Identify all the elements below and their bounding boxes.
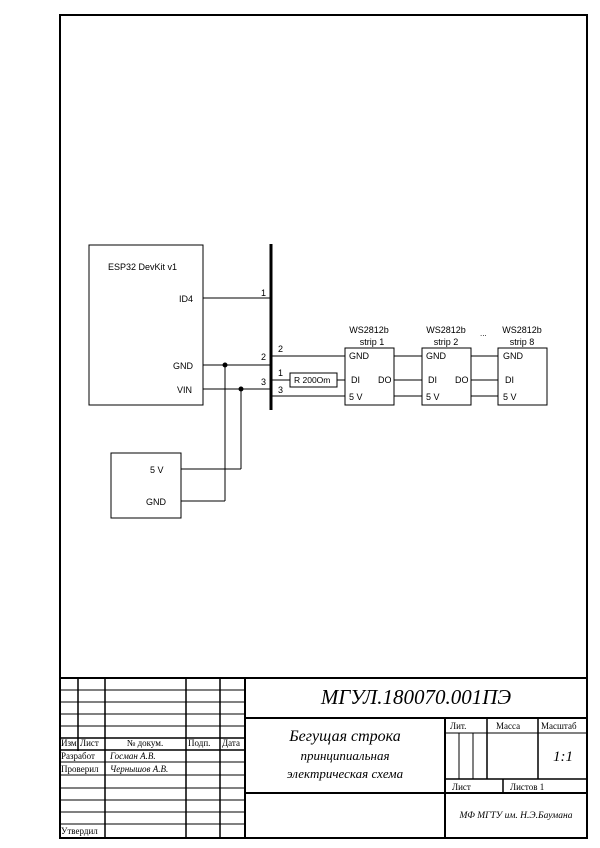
- bus-label-left-1: 1: [261, 288, 266, 298]
- strip-1-pin-5v: 5 V: [349, 392, 363, 402]
- strip-8-pin-5v: 5 V: [503, 392, 517, 402]
- resistor-label: R 200Om: [294, 375, 330, 385]
- tb-col-izm: Изм: [61, 738, 77, 748]
- tb-col-doc: № докум.: [127, 738, 164, 748]
- tb-sheet: Лист: [452, 782, 471, 792]
- strip-1-pin-do: DO: [378, 375, 392, 385]
- tb-row-approver: Утвердил: [61, 826, 98, 836]
- strip-2: [421, 347, 472, 406]
- tb-scale-value: 1:1: [553, 749, 573, 765]
- psu-pin-gnd: GND: [146, 497, 167, 507]
- strip-1-subtitle: strip 1: [360, 337, 385, 347]
- tb-mass: Масса: [496, 721, 520, 731]
- bus-label-right-1: 1: [278, 368, 283, 378]
- tb-designation: МГУЛ.180070.001ПЭ: [320, 685, 512, 709]
- esp32-pin-vin: VIN: [177, 385, 192, 395]
- strip-8-pin-gnd: GND: [503, 351, 524, 361]
- bus-label-left-3: 3: [261, 377, 266, 387]
- bus-label-right-2: 2: [278, 344, 283, 354]
- tb-title-line2: принципиальная: [300, 748, 389, 763]
- tb-scale-label: Масштаб: [541, 721, 577, 731]
- tb-col-sign: Подп.: [188, 738, 210, 748]
- strip-8-title: WS2812b: [502, 325, 542, 335]
- strip-1-pin-di: DI: [351, 375, 360, 385]
- strip-8-subtitle: strip 8: [510, 337, 535, 347]
- tb-checker-name: Чернышов А.В.: [110, 764, 168, 774]
- tb-organization: МФ МГТУ им. Н.Э.Баумана: [459, 811, 573, 821]
- tb-title-line1: Бегущая строка: [288, 728, 401, 745]
- psu-pin-5v: 5 V: [150, 465, 164, 475]
- strip-1-pin-gnd: GND: [349, 351, 370, 361]
- schematic: [88, 244, 548, 519]
- strip-8-pin-di: DI: [505, 375, 514, 385]
- strip-1-title: WS2812b: [349, 325, 389, 335]
- esp32-title: ESP32 DevKit v1: [108, 262, 177, 272]
- strip-1: [344, 347, 395, 406]
- strip-8: [497, 347, 548, 406]
- bus-label-left-2: 2: [261, 352, 266, 362]
- strip-2-pin-gnd: GND: [426, 351, 447, 361]
- tb-col-list: Лист: [80, 738, 99, 748]
- tb-row-developer: Разработ: [61, 751, 95, 761]
- strip-2-title: WS2812b: [426, 325, 466, 335]
- bus-label-right-3: 3: [278, 385, 283, 395]
- tb-sheets: Листов 1: [510, 782, 544, 792]
- title-block: [60, 677, 587, 838]
- strip-ellipsis: ...: [480, 329, 487, 338]
- power-supply: [110, 452, 182, 519]
- drawing-frame: [59, 14, 588, 839]
- strip-2-pin-di: DI: [428, 375, 437, 385]
- esp32-module: [88, 244, 204, 406]
- esp32-pin-gnd: GND: [173, 361, 194, 371]
- tb-row-checker: Проверил: [61, 764, 99, 774]
- strip-2-pin-5v: 5 V: [426, 392, 440, 402]
- tb-title-line3: электрическая схема: [287, 766, 404, 781]
- esp32-pin-id4: ID4: [179, 294, 193, 304]
- strip-2-pin-do: DO: [455, 375, 469, 385]
- tb-col-date: Дата: [222, 738, 240, 748]
- tb-lit: Лит.: [450, 721, 466, 731]
- tb-developer-name: Госман А.В.: [109, 751, 156, 761]
- strip-2-subtitle: strip 2: [434, 337, 459, 347]
